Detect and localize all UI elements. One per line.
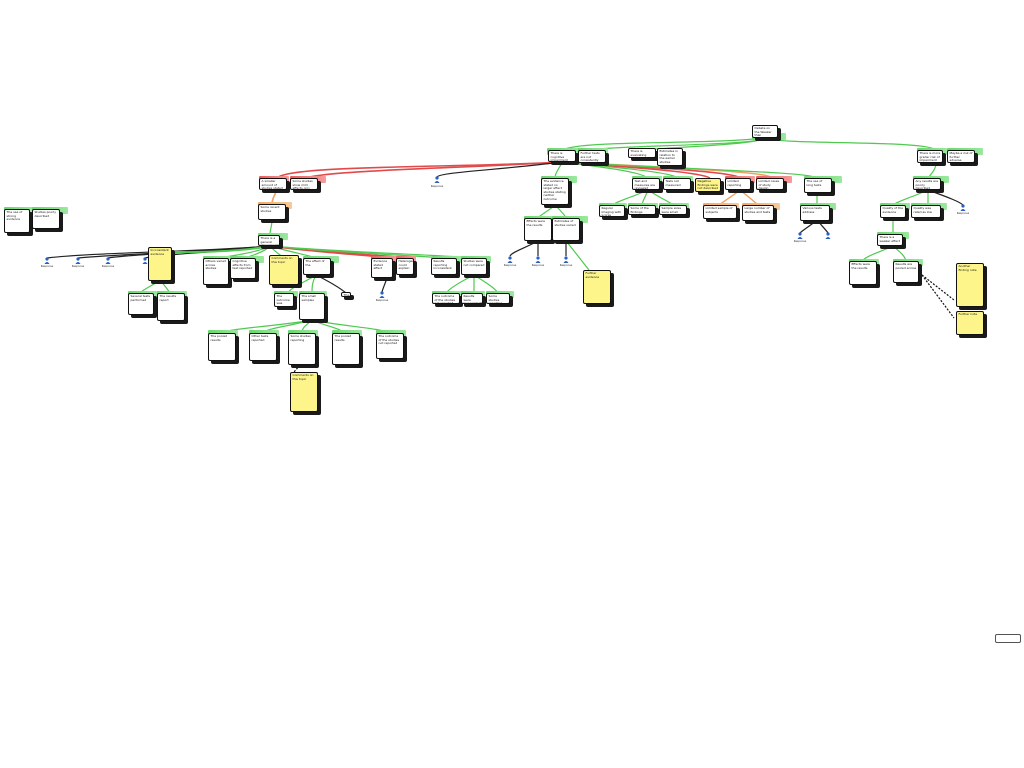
node-outcomes-some-tests[interactable]: Effects were the results <box>849 261 877 285</box>
note-negative-findings[interactable]: Negative findings were not described <box>695 178 721 192</box>
person-response: Response <box>40 265 54 268</box>
node-evidence-quality[interactable]: Quality of the evidence <box>880 205 906 218</box>
node-pooled-b[interactable]: The pooled results <box>332 333 360 365</box>
node-regular-imaging[interactable]: Regular imaging with scores assessed <box>599 205 625 217</box>
node-general-impairment[interactable]: There is a general impairment <box>258 235 280 246</box>
node-other-tests[interactable]: Other tests reported <box>249 333 277 361</box>
node-outcome-was[interactable]: The outcome was <box>274 293 294 307</box>
person-response: Response <box>559 264 573 267</box>
note-inconsistent-evidence[interactable]: Inconsistent evidence <box>148 247 172 281</box>
node-limited-subjects[interactable]: Limited sample of subjects <box>703 205 737 219</box>
person-icon <box>563 256 569 263</box>
node-low-quality[interactable]: Quality was rated as low <box>911 205 941 218</box>
person-response: Response <box>503 264 517 267</box>
person-icon <box>379 291 385 298</box>
person-response: Response <box>375 299 389 302</box>
node-outcome-c[interactable]: The outcome of the studies not reported <box>376 333 404 359</box>
node-pooled-results[interactable]: The pooled results <box>208 333 236 361</box>
person-icon <box>105 257 111 264</box>
node-some-findings[interactable]: Some of the findings <box>628 205 656 215</box>
node-studies-poorly[interactable]: Studies poorly described <box>32 209 60 229</box>
node-poorly-described[interactable]: Any results are poorly described <box>913 178 941 190</box>
node-effects-results[interactable]: Effects were the results <box>524 218 552 241</box>
node-no-larger-effect[interactable]: The evidence stated no larger effect stu… <box>541 178 569 205</box>
node-estimates-varied[interactable]: Estimates of studies varied <box>552 218 580 241</box>
person-response: Response <box>956 212 970 215</box>
node-results-inconsistent[interactable]: Results were inconsistent and were <box>461 293 483 304</box>
node-long-tests[interactable]: The use of long tests <box>804 178 832 193</box>
node-not-compared[interactable]: Studies were not compared <box>461 258 487 275</box>
node-small-samples[interactable]: Sample sizes were small <box>659 205 687 215</box>
node-results-report[interactable]: The results report <box>157 293 185 321</box>
node-limited-cases[interactable]: Limited cases of study design <box>756 178 784 190</box>
node-evidence-stated[interactable]: Evidence stated effect <box>371 258 393 278</box>
node-others-varied[interactable]: Others varied across studies <box>203 258 229 285</box>
person-icon <box>434 176 440 183</box>
node-small-samples-b[interactable]: The small samples <box>299 293 325 320</box>
node-inconsistent-reporting[interactable]: Results reporting inconsistent <box>431 258 457 275</box>
node-tests-not-measured[interactable]: Tests not measured <box>663 178 691 190</box>
person-icon <box>507 256 513 263</box>
person-response: Response <box>430 185 444 188</box>
node-effect-of[interactable]: The effect of the <box>303 258 331 275</box>
node-mild-effects[interactable]: Some studies show mild effects only <box>290 178 318 190</box>
node-large-number[interactable]: Large number of studies and tests <box>742 205 774 221</box>
person-icon <box>142 257 148 264</box>
node-further-adverse[interactable]: Maybe a risk of further adverse <box>947 150 975 163</box>
node-limited-reporting[interactable]: Limited reporting <box>725 178 751 190</box>
person-icon <box>44 257 50 264</box>
note-another-finding[interactable]: Another finding note <box>956 263 984 307</box>
zoom-control[interactable] <box>995 634 1021 643</box>
root-claim-node[interactable]: Debate on the Weaker than Expected <box>752 125 778 138</box>
node-cognitive-effects[interactable]: Cognitive effects from test reported <box>230 258 256 279</box>
node-studies-reporting[interactable]: Some studies reporting <box>486 293 510 304</box>
person-icon <box>825 232 831 239</box>
person-icon <box>535 256 541 263</box>
person-icon <box>797 232 803 239</box>
node-some-studies[interactable]: Some studies reporting <box>288 333 316 365</box>
node-estimates-earlier[interactable]: Estimates in relation to the earlier stu… <box>657 148 683 166</box>
person-response: Response <box>531 264 545 267</box>
node-heterogeneity[interactable]: Heterogeneity could explain <box>396 258 414 275</box>
person-response: Response <box>71 265 85 268</box>
person-response: Response <box>793 240 807 243</box>
node-strong-evidence[interactable]: The use of strong evidence <box>4 209 30 233</box>
note-topic-comments[interactable]: Comments on this topic <box>290 372 318 412</box>
node-further-tests[interactable]: Further tests are not consistently repor… <box>578 150 606 163</box>
node-grader-risk[interactable]: There is more grader risk of impairment <box>917 150 943 163</box>
node-tests-performed[interactable]: Several tests performed <box>128 293 154 315</box>
node-cognitive-impairment[interactable]: There is cognitive impairment <box>548 150 576 162</box>
node-various-tests[interactable]: Various tests address <box>800 205 830 221</box>
node-recent-studies[interactable]: Some recent studies <box>258 204 286 220</box>
node-weaker-effect[interactable]: There is a weaker effect <box>877 234 903 246</box>
node-tests-reviewed[interactable]: Test and measures are reviewed <box>632 178 660 190</box>
node-outcome-reported[interactable]: The outcome of the studies not reported <box>432 293 460 304</box>
node-smaller-amount[interactable]: A smaller amount of studies stated an im… <box>259 178 287 190</box>
person-response: Response <box>101 265 115 268</box>
node-evaluating-other-test[interactable]: There is evaluating with other test <box>628 148 656 158</box>
node-pooled-across[interactable]: Results are pooled across <box>893 261 919 283</box>
node-small-tag[interactable]: The outcomes in some tests not <box>341 292 351 297</box>
note-comments[interactable]: Comments on this topic <box>269 255 299 285</box>
person-icon <box>75 257 81 264</box>
person-icon <box>960 204 966 211</box>
note-further[interactable]: Further note <box>956 311 984 335</box>
note-further-evidence[interactable]: Further evidence <box>583 270 611 304</box>
